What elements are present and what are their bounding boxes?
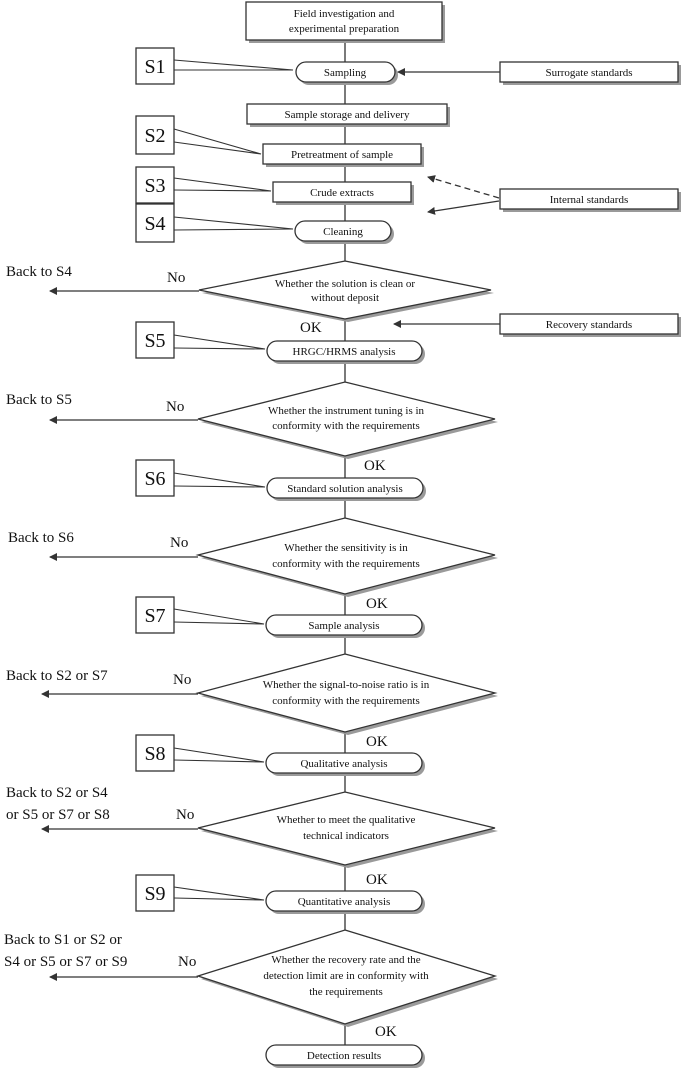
step-s7: S7	[135, 596, 265, 634]
step-s6-label: S6	[144, 468, 165, 490]
quantitative-analysis-node: Quantitative analysis	[265, 890, 425, 914]
decision-5-line1: Whether to meet the qualitative	[277, 814, 416, 826]
sample-analysis-label: Sample analysis	[308, 620, 379, 632]
hrgc-node: HRGC/HRMS analysis	[266, 340, 425, 364]
pretreatment-box: Pretreatment of sample	[262, 143, 424, 167]
back-label-5-line1: Back to S2 or S4	[6, 785, 108, 801]
sampling-label: Sampling	[324, 67, 367, 79]
sampling-node: Sampling	[295, 61, 398, 85]
back-label-6-line2: S4 or S5 or S7 or S9	[4, 954, 127, 970]
ok-label-6: OK	[375, 1024, 397, 1040]
ok-label-2: OK	[364, 458, 386, 474]
decision-1-line1: Whether the solution is clean or	[275, 278, 416, 290]
no-label-2: No	[166, 399, 184, 415]
decision-5-line2: technical indicators	[303, 830, 389, 842]
no-label-4: No	[173, 672, 191, 688]
field-investigation-line2: experimental preparation	[289, 23, 400, 35]
step-s7-label: S7	[144, 605, 165, 627]
no-label-6: No	[178, 954, 196, 970]
sample-analysis-node: Sample analysis	[265, 614, 425, 638]
surrogate-standards-label: Surrogate standards	[545, 67, 632, 79]
decision-3-line1: Whether the sensitivity is in	[284, 542, 408, 554]
decision-1-line2: without deposit	[311, 292, 379, 304]
decision-5: Whether to meet the qualitative technica…	[197, 791, 498, 868]
internal-dashed-arrow	[427, 175, 500, 199]
step-s1-label: S1	[144, 56, 165, 78]
surrogate-standards-box: Surrogate standards	[499, 61, 681, 85]
no-label-3: No	[170, 535, 188, 551]
decision-4-line2: conformity with the requirements	[272, 695, 420, 707]
ok-label-1: OK	[300, 320, 322, 336]
internal-arrow	[427, 200, 500, 215]
decision-3-line2: conformity with the requirements	[272, 558, 420, 570]
step-s8-label: S8	[144, 743, 165, 765]
step-s2: S2	[135, 115, 262, 155]
crude-extracts-box: Crude extracts	[272, 181, 414, 205]
step-s8: S8	[135, 734, 265, 772]
field-investigation-box: Field investigation and experimental pre…	[245, 1, 445, 43]
decision-1: Whether the solution is clean or without…	[198, 260, 494, 322]
pretreatment-label: Pretreatment of sample	[291, 149, 393, 161]
back-label-3: Back to S6	[8, 530, 74, 546]
standard-solution-node: Standard solution analysis	[266, 477, 426, 501]
decision-6-line2: detection limit are in conformity with	[263, 970, 429, 982]
decision-2-line1: Whether the instrument tuning is in	[268, 405, 425, 417]
standard-solution-label: Standard solution analysis	[287, 483, 403, 495]
cleaning-node: Cleaning	[294, 220, 394, 244]
step-s3-label: S3	[144, 175, 165, 197]
back-label-1: Back to S4	[6, 264, 72, 280]
step-s5: S5	[135, 321, 266, 359]
recovery-standards-box: Recovery standards	[499, 313, 681, 337]
detection-results-label: Detection results	[307, 1050, 381, 1062]
decision-6-line1: Whether the recovery rate and the	[271, 954, 420, 966]
back-label-4: Back to S2 or S7	[6, 668, 108, 684]
step-s5-label: S5	[144, 330, 165, 352]
step-s4-label: S4	[144, 213, 165, 235]
step-s4: S4	[135, 203, 294, 243]
ok-label-3: OK	[366, 596, 388, 612]
no-label-1: No	[167, 270, 185, 286]
sample-storage-box: Sample storage and delivery	[246, 103, 450, 127]
qualitative-analysis-label: Qualitative analysis	[300, 758, 387, 770]
decision-2-line2: conformity with the requirements	[272, 420, 420, 432]
recovery-standards-label: Recovery standards	[546, 319, 632, 331]
step-s3: S3	[135, 166, 272, 204]
ok-label-5: OK	[366, 872, 388, 888]
back-label-2: Back to S5	[6, 392, 72, 408]
quantitative-analysis-label: Quantitative analysis	[298, 896, 391, 908]
step-s9: S9	[135, 874, 265, 912]
back-label-5-line2: or S5 or S7 or S8	[6, 807, 110, 823]
decision-2: Whether the instrument tuning is in conf…	[197, 381, 498, 459]
hrgc-label: HRGC/HRMS analysis	[293, 346, 396, 358]
step-s6: S6	[135, 459, 266, 497]
step-s2-label: S2	[144, 125, 165, 147]
detection-results-node: Detection results	[265, 1044, 425, 1068]
decision-4-line1: Whether the signal-to-noise ratio is in	[263, 679, 430, 691]
ok-label-4: OK	[366, 734, 388, 750]
qualitative-analysis-node: Qualitative analysis	[265, 752, 425, 776]
internal-standards-label: Internal standards	[550, 194, 629, 206]
step-s1: S1	[135, 47, 294, 85]
internal-standards-box: Internal standards	[499, 188, 681, 212]
cleaning-label: Cleaning	[323, 226, 363, 238]
decision-6-line3: the requirements	[309, 986, 383, 998]
crude-extracts-label: Crude extracts	[310, 187, 374, 199]
sample-storage-label: Sample storage and delivery	[285, 109, 410, 121]
decision-6: Whether the recovery rate and the detect…	[195, 929, 498, 1027]
no-label-5: No	[176, 807, 194, 823]
decision-4: Whether the signal-to-noise ratio is in …	[195, 653, 498, 735]
field-investigation-line1: Field investigation and	[294, 8, 395, 20]
step-s9-label: S9	[144, 883, 165, 905]
decision-3: Whether the sensitivity is in conformity…	[195, 517, 498, 597]
back-label-6-line1: Back to S1 or S2 or	[4, 932, 122, 948]
